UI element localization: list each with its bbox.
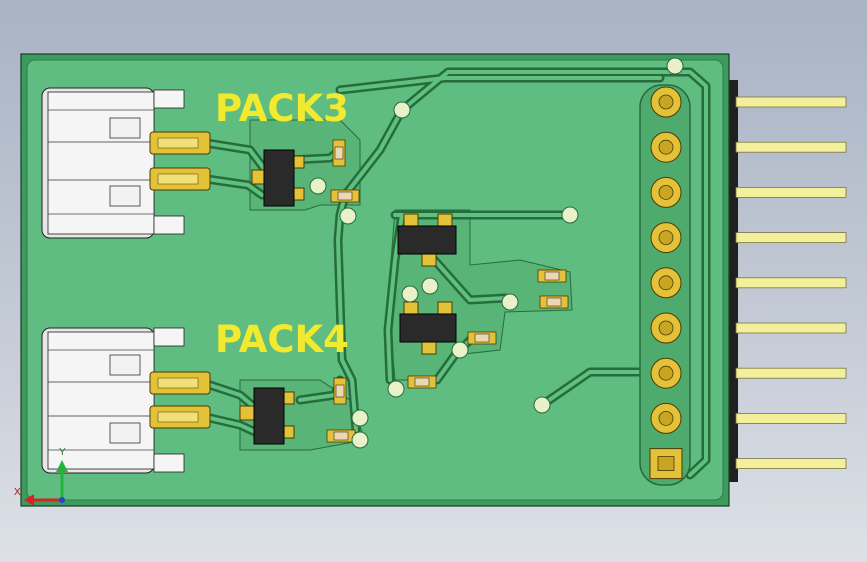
via xyxy=(501,293,519,311)
header-pin xyxy=(735,186,847,198)
header-pad xyxy=(650,176,682,208)
resistor-0603 xyxy=(407,375,437,389)
via xyxy=(393,101,411,119)
via xyxy=(561,206,579,224)
traces xyxy=(195,67,711,480)
header-pin xyxy=(735,141,847,153)
header-pin xyxy=(735,412,847,424)
header-pad xyxy=(650,357,682,389)
header-pad xyxy=(650,312,682,344)
silkscreen-pack4: PACK4 xyxy=(215,318,349,361)
via xyxy=(351,409,369,427)
via xyxy=(339,207,357,225)
via xyxy=(533,396,551,414)
via xyxy=(387,380,405,398)
via xyxy=(401,285,419,303)
sot23-q2 xyxy=(239,387,295,445)
via xyxy=(421,277,439,295)
header-pad xyxy=(650,402,682,434)
header-pad xyxy=(649,448,683,480)
via xyxy=(451,341,469,359)
header-pin xyxy=(735,367,847,379)
header-pins xyxy=(735,96,847,470)
jst-connector-pack4 xyxy=(41,327,211,474)
header-body xyxy=(728,80,738,482)
axis-triad: Y X xyxy=(14,447,68,506)
sot23-q1 xyxy=(251,149,305,207)
via xyxy=(309,177,327,195)
header-pads xyxy=(649,86,683,480)
header-pin xyxy=(735,458,847,470)
header-pad xyxy=(650,222,682,254)
resistor-0603 xyxy=(539,295,569,309)
resistor-0603 xyxy=(537,269,567,283)
header-pad xyxy=(650,131,682,163)
header-pin xyxy=(735,277,847,289)
header-pin xyxy=(735,322,847,334)
header-pin xyxy=(735,232,847,244)
axis-y-label: Y xyxy=(59,447,66,458)
resistor-0603 xyxy=(467,331,497,345)
resistor-0603 xyxy=(326,429,356,443)
header-pin xyxy=(735,96,847,108)
header-pad xyxy=(650,267,682,299)
header-pad xyxy=(650,86,682,118)
sot23-q4 xyxy=(399,301,457,355)
sot23-q3 xyxy=(397,213,457,267)
via xyxy=(666,57,684,75)
vias xyxy=(309,57,684,449)
silkscreen-pack3: PACK3 xyxy=(215,87,349,130)
resistors xyxy=(326,139,569,443)
jst-connector-pack3 xyxy=(41,87,211,239)
via xyxy=(351,431,369,449)
resistor-0603 xyxy=(332,139,346,167)
resistor-0603 xyxy=(333,377,347,405)
axis-x-label: X xyxy=(14,487,21,498)
resistor-0603 xyxy=(330,189,360,203)
